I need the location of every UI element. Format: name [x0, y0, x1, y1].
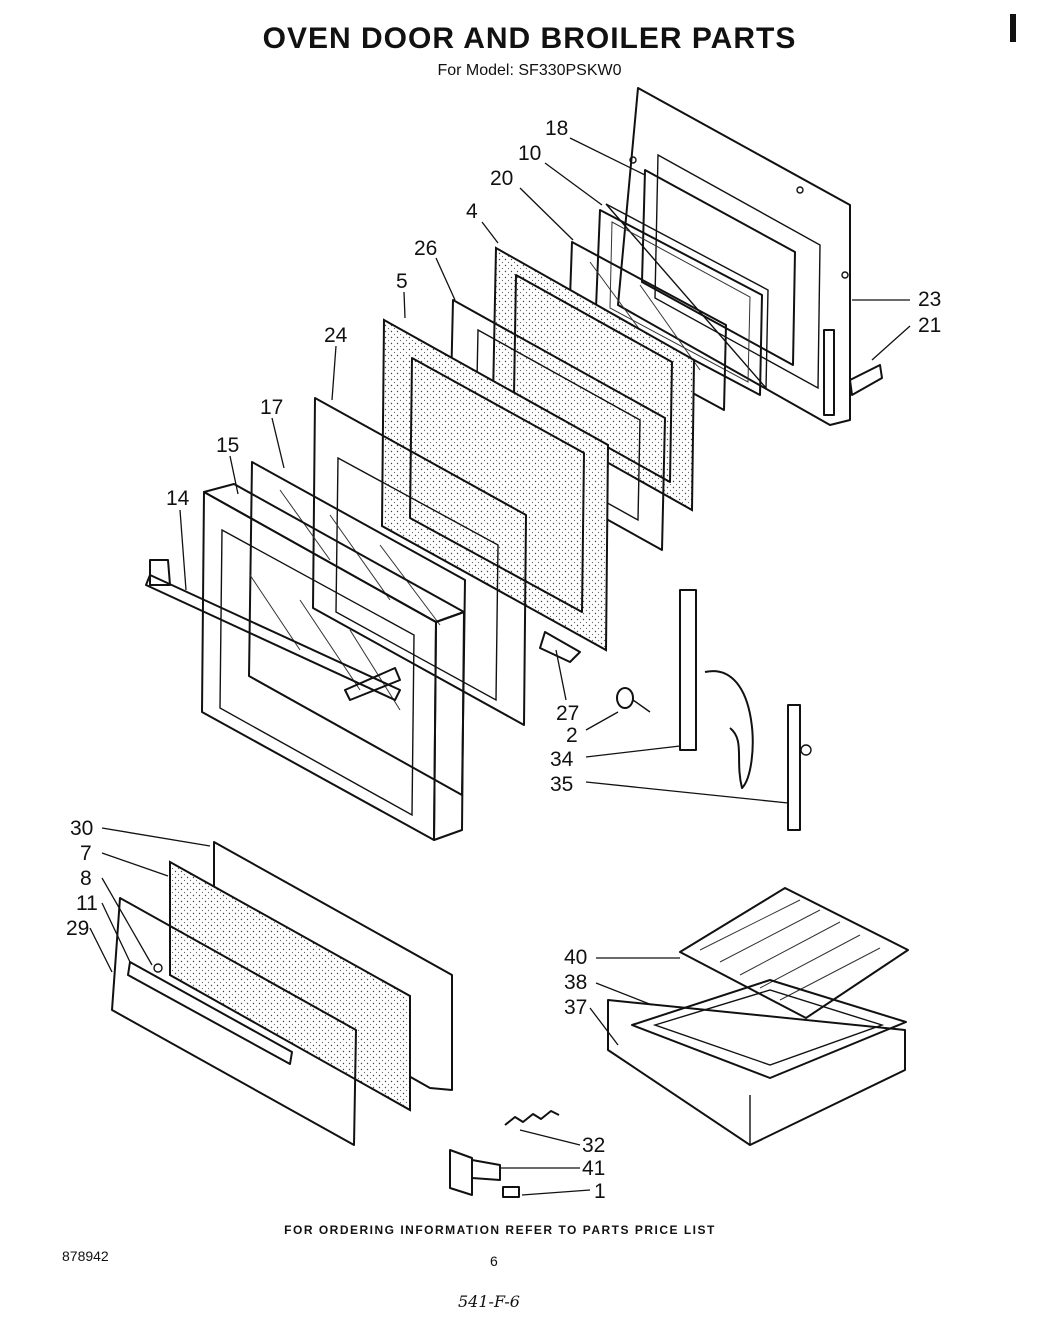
part-2-knob	[616, 687, 651, 713]
callout-21: 21	[918, 314, 941, 337]
callout-32: 32	[582, 1134, 605, 1157]
part-41-bracket	[449, 1149, 501, 1196]
callout-14: 14	[166, 487, 190, 510]
callout-34: 34	[550, 748, 574, 771]
part-37-broiler-drawer	[607, 999, 906, 1146]
leader-lines	[89, 137, 911, 1196]
callout-40: 40	[564, 946, 587, 969]
handwritten-note: 541-F-6	[458, 1292, 520, 1311]
document-number: 878942	[62, 1248, 109, 1264]
callout-37: 37	[564, 996, 587, 1019]
callout-1: 1	[594, 1180, 606, 1203]
part-1-screw	[502, 1186, 520, 1198]
part-14-door-handle	[145, 559, 401, 701]
callout-4: 4	[466, 200, 478, 223]
ordering-note: FOR ORDERING INFORMATION REFER TO PARTS …	[284, 1223, 716, 1237]
part-35-hinge-receiver	[787, 704, 812, 831]
part-5-stippled-frame	[380, 318, 610, 663]
callout-27: 27	[556, 702, 579, 725]
callout-8: 8	[80, 867, 92, 890]
model-number: For Model: SF330PSKW0	[437, 62, 622, 79]
part-24-panel	[312, 397, 527, 726]
callout-10: 10	[518, 142, 541, 165]
callout-labels: 18 10 20 4 26 5 24 17 15 14 23 21 27 2 3…	[66, 117, 941, 1203]
part-21-hinge	[823, 329, 883, 416]
corner-registration-mark	[1010, 14, 1016, 42]
callout-2: 2	[566, 724, 578, 747]
part-18-glass	[641, 169, 796, 366]
callout-35: 35	[550, 773, 573, 796]
callout-24: 24	[324, 324, 348, 347]
callout-29: 29	[66, 917, 89, 940]
part-29-broiler-front	[111, 897, 357, 1146]
page-title: OVEN DOOR AND BROILER PARTS	[262, 22, 797, 55]
page-number: 6	[490, 1253, 498, 1269]
callout-7: 7	[80, 842, 92, 865]
callout-38: 38	[564, 971, 587, 994]
callout-15: 15	[216, 434, 239, 457]
callout-18: 18	[545, 117, 568, 140]
callout-20: 20	[490, 167, 513, 190]
callout-30: 30	[70, 817, 93, 840]
part-32-spring	[504, 1110, 560, 1126]
callout-41: 41	[582, 1157, 605, 1180]
part-10-glass-pack	[595, 203, 769, 396]
callout-17: 17	[260, 396, 283, 419]
callout-5: 5	[396, 270, 408, 293]
part-7-broiler-insulation	[169, 860, 411, 1112]
part-15-outer-door	[201, 483, 465, 841]
callout-11: 11	[76, 892, 98, 915]
part-34-hinge-arm	[679, 589, 754, 789]
callout-23: 23	[918, 288, 941, 311]
callout-26: 26	[414, 237, 437, 260]
part-40-broiler-grid	[679, 887, 909, 1019]
part-38-broiler-pan	[631, 979, 907, 1079]
